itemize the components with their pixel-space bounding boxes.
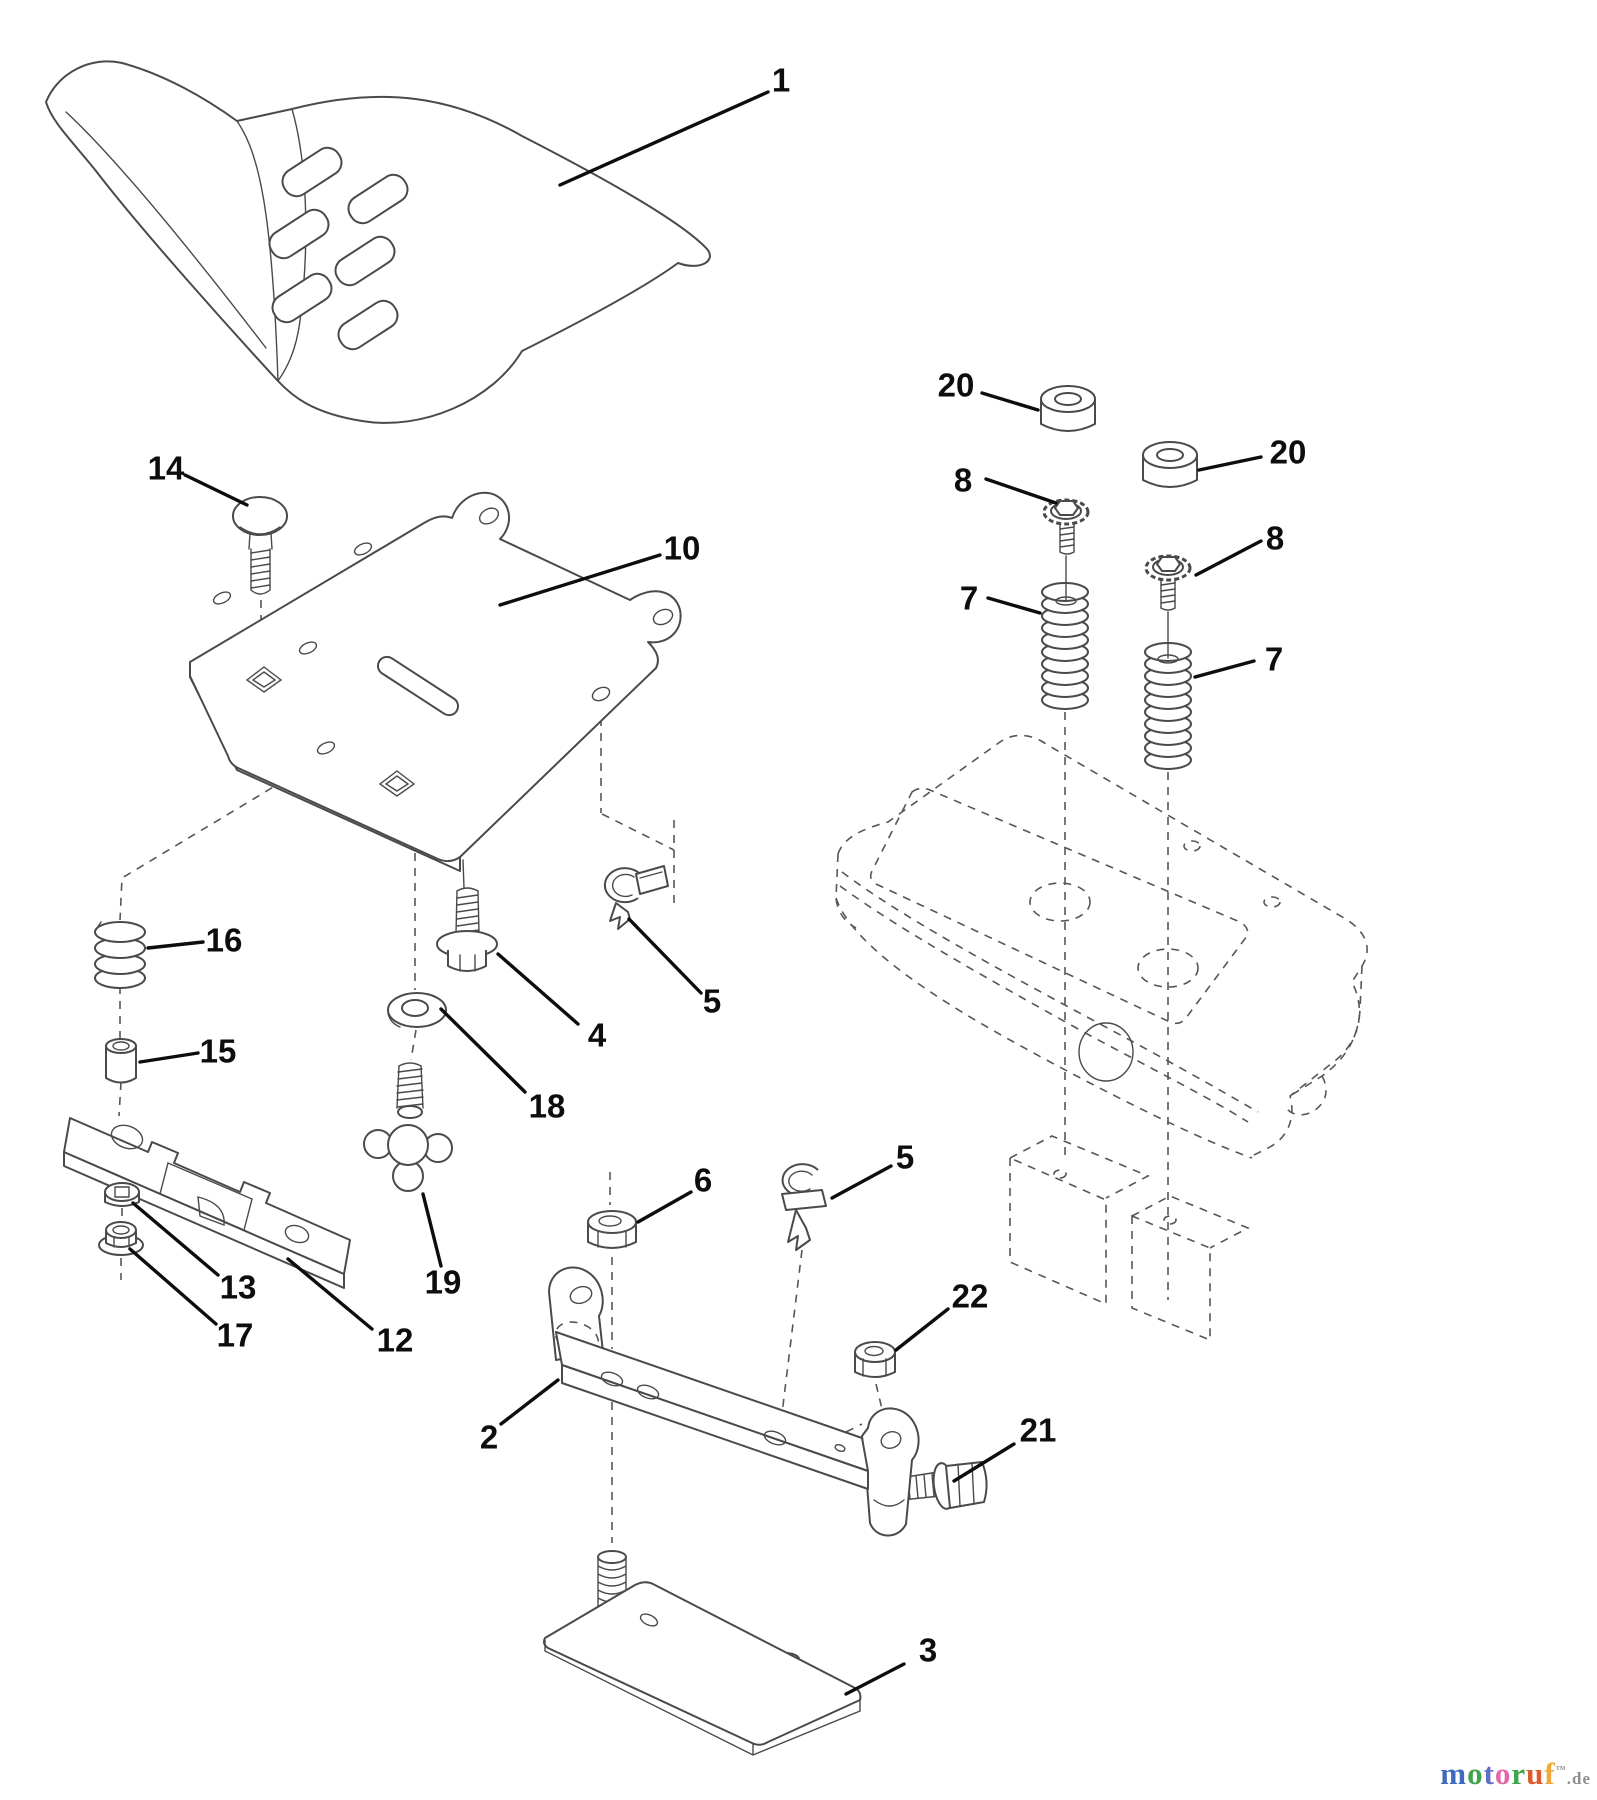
part-2-seat-bracket-drawing — [548, 1266, 920, 1537]
part-number-label-7: 7 — [960, 580, 978, 617]
leader-line-part-20 — [1197, 455, 1263, 472]
part-7-spring-right-drawing — [1144, 642, 1192, 770]
part-number-label-4: 4 — [588, 1017, 607, 1054]
bolt-spring-connectors — [1055, 555, 1179, 664]
watermark-domain-suffix: .de — [1566, 1769, 1591, 1788]
watermark-logo: motoruf™.de — [1440, 1756, 1591, 1792]
leader-line-part-8 — [984, 477, 1058, 505]
watermark-letter: u — [1526, 1756, 1545, 1791]
part-number-label-16: 16 — [206, 922, 243, 959]
seat-vent-slots — [268, 146, 409, 351]
part-number-label-10: 10 — [664, 530, 701, 567]
part-18-washer-drawing — [387, 992, 447, 1028]
leader-line-part-13 — [131, 1201, 220, 1277]
leader-line-part-8 — [1194, 539, 1263, 577]
leader-line-part-5 — [627, 917, 703, 995]
leader-line-part-14 — [183, 473, 249, 507]
part-number-label-17: 17 — [217, 1317, 254, 1354]
watermark-letter: o — [1494, 1756, 1512, 1791]
watermark-letter: m — [1440, 1756, 1468, 1791]
leader-line-part-18 — [439, 1007, 527, 1094]
leader-line-part-15 — [138, 1051, 200, 1064]
leader-line-part-12 — [286, 1257, 374, 1331]
part-number-label-5: 5 — [703, 983, 721, 1020]
watermark-letter: r — [1511, 1756, 1527, 1791]
part-13-push-nut-drawing — [104, 1182, 140, 1207]
part-5-clip-upper-drawing — [603, 865, 669, 930]
leader-line-part-7 — [1193, 659, 1256, 679]
part-number-label-5: 5 — [896, 1139, 914, 1176]
watermark-tm-mark: ™ — [1555, 1764, 1567, 1776]
part-7-spring-left-drawing — [1041, 582, 1089, 710]
part-14-carriage-bolt-drawing — [232, 496, 288, 595]
part-number-label-12: 12 — [377, 1322, 414, 1359]
part-8-bolt-right-drawing — [1144, 554, 1192, 611]
part-number-label-1: 1 — [772, 62, 790, 99]
part-number-label-6: 6 — [694, 1162, 712, 1199]
part-10-seat-plate-drawing — [189, 491, 682, 889]
part-number-label-13: 13 — [220, 1269, 257, 1306]
part-number-label-21: 21 — [1020, 1412, 1057, 1449]
part-number-label-14: 14 — [148, 450, 185, 487]
part-number-label-2: 2 — [480, 1419, 498, 1456]
part-number-label-22: 22 — [952, 1278, 989, 1315]
part-number-label-7: 7 — [1265, 641, 1283, 678]
part-21-hex-bolt-drawing — [898, 1461, 988, 1510]
part-20-spacer-left-drawing — [1040, 385, 1096, 432]
part-6-lock-nut-drawing — [587, 1210, 637, 1249]
leader-line-part-10 — [498, 553, 662, 607]
watermark-letter: t — [1483, 1756, 1495, 1791]
part-19-wing-knob-drawing — [363, 1062, 453, 1192]
leader-line-part-20 — [980, 391, 1040, 412]
watermark-letter: f — [1544, 1756, 1556, 1791]
part-1-seat-drawing — [45, 60, 711, 424]
watermark-letter: o — [1467, 1756, 1484, 1791]
leader-line-part-3 — [844, 1662, 906, 1696]
leader-line-part-6 — [636, 1190, 693, 1224]
part-5-clip-lower-drawing — [781, 1163, 827, 1251]
part-17-flange-nut-drawing — [98, 1221, 144, 1256]
leader-line-part-19 — [421, 1192, 443, 1268]
part-number-label-8: 8 — [1266, 520, 1284, 557]
part-number-label-15: 15 — [200, 1033, 237, 1070]
leader-line-part-4 — [496, 952, 580, 1026]
leader-line-part-16 — [146, 940, 205, 950]
leader-line-part-17 — [128, 1247, 218, 1326]
part-22-hex-nut-drawing — [854, 1341, 896, 1378]
part-15-bushing-drawing — [105, 1038, 137, 1084]
leader-line-part-2 — [499, 1378, 560, 1426]
part-4-shoulder-bolt-drawing — [436, 887, 498, 972]
part-number-label-20: 20 — [1270, 434, 1307, 471]
fender-reference-drawing — [835, 734, 1368, 1342]
part-16-spring-drawing — [94, 921, 146, 989]
part-number-label-3: 3 — [919, 1632, 937, 1669]
part-number-label-20: 20 — [938, 367, 975, 404]
callout-layer: 1 14 10 16 15 13 17 12 19 4 18 5 6 5 22 21 2 3 20 8 7 20 8 7 — [128, 62, 1307, 1696]
part-20-spacer-right-drawing — [1142, 441, 1198, 488]
leader-line-part-22 — [894, 1307, 950, 1352]
leader-line-part-7 — [986, 596, 1042, 615]
leader-line-part-21 — [952, 1442, 1016, 1483]
part-number-label-19: 19 — [425, 1264, 462, 1301]
part-number-label-18: 18 — [529, 1088, 566, 1125]
part-number-label-8: 8 — [954, 462, 972, 499]
leader-line-part-5 — [830, 1164, 893, 1200]
leader-line-part-1 — [558, 90, 770, 187]
part-3-mount-plate-drawing — [543, 1550, 862, 1756]
part-8-bolt-left-drawing — [1042, 498, 1090, 555]
